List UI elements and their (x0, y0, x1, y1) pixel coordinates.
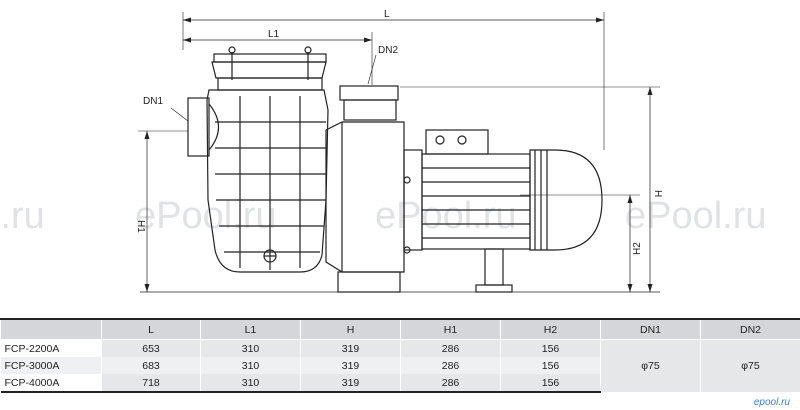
cell-L: 653 (101, 339, 201, 357)
cell-model: FCP-2200A (0, 339, 102, 357)
header-DN1: DN1 (600, 318, 701, 340)
dimension-H (400, 86, 660, 292)
brand-logo: epool.ru (753, 397, 790, 408)
cell-L: 718 (101, 374, 201, 393)
cell-H2: 156 (500, 357, 601, 374)
cell-DN1: φ75 (600, 339, 701, 392)
header-DN2: DN2 (700, 318, 800, 340)
watermark-text: ePool.ru (375, 195, 517, 237)
cell-H2: 156 (500, 374, 601, 393)
cell-L1: 310 (200, 374, 301, 393)
header-H1: H1 (400, 318, 501, 340)
table-row: FCP-2200A 653 310 319 286 156 φ75 φ75 (0, 339, 800, 392)
specification-table: L L1 H H1 H2 DN1 DN2 FCP-2200A 653 310 3… (0, 318, 800, 393)
cell-model: FCP-3000A (0, 357, 102, 374)
label-H2: H2 (632, 242, 643, 255)
watermark-text: ePool.ru (625, 195, 767, 237)
label-L1: L1 (268, 29, 280, 40)
dimension-L1 (183, 32, 373, 85)
cell-H: 319 (300, 357, 401, 374)
watermark-text: l.ru (0, 195, 45, 237)
header-L: L (101, 318, 201, 340)
cell-H: 319 (300, 374, 401, 393)
cell-model: FCP-4000A (0, 374, 102, 393)
cell-L: 683 (101, 357, 201, 374)
cell-L1: 310 (200, 357, 301, 374)
table-header-row: L L1 H H1 H2 DN1 DN2 (0, 318, 800, 340)
label-H1: H1 (135, 220, 146, 233)
strainer-housing (206, 46, 329, 273)
header-L1: L1 (200, 318, 301, 340)
cell-H1: 286 (400, 339, 501, 357)
label-H: H (652, 190, 663, 197)
cell-H: 319 (300, 339, 401, 357)
label-DN1: DN1 (143, 96, 163, 107)
header-H2: H2 (500, 318, 601, 340)
pump-dimension-drawing: l.ru ePool.ru ePool.ru ePool.ru (0, 9, 767, 293)
cell-H2: 156 (500, 339, 601, 357)
inlet-dn1-flange (187, 97, 220, 157)
dimension-L (182, 12, 605, 150)
table-row: FCP-3000A 683 310 319 286 156 (0, 357, 800, 374)
cell-H1: 286 (400, 374, 501, 393)
table-row: FCP-4000A 718 310 319 286 156 (0, 374, 800, 393)
watermark-text: ePool.ru (135, 195, 277, 237)
dimension-H1 (138, 130, 188, 292)
header-model (0, 318, 102, 340)
motor (403, 129, 603, 293)
header-H: H (300, 318, 401, 340)
cell-H1: 286 (400, 357, 501, 374)
label-DN2: DN2 (378, 45, 398, 56)
cell-DN2: φ75 (700, 339, 800, 392)
dimension-H2 (520, 194, 640, 292)
cell-L1: 310 (200, 339, 301, 357)
label-L: L (384, 9, 390, 20)
pump-volute (325, 85, 411, 293)
watermark-layer: l.ru ePool.ru ePool.ru ePool.ru (0, 195, 767, 237)
